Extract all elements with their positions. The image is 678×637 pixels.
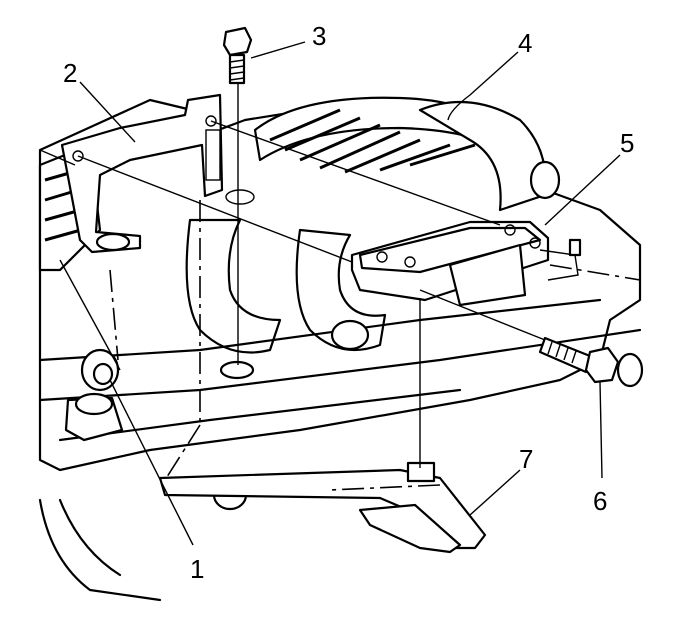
callout-6: 6 — [593, 486, 607, 516]
control-module — [350, 220, 582, 307]
bolt-6 — [538, 336, 620, 384]
callout-1: 1 — [190, 554, 204, 584]
callout-7: 7 — [519, 444, 533, 474]
mounting-bracket — [60, 93, 255, 254]
callout-4: 4 — [518, 28, 532, 58]
bolt-3 — [222, 26, 253, 85]
connector-1 — [64, 348, 124, 442]
leader-lines — [79, 41, 621, 546]
leader-5 — [544, 154, 621, 226]
wiring-bracket — [158, 461, 487, 554]
callout-3: 3 — [312, 21, 326, 51]
leader-6 — [599, 381, 603, 479]
callout-5: 5 — [620, 128, 634, 158]
leader-3 — [250, 41, 306, 59]
leader-2 — [79, 81, 136, 143]
callout-labels: 1 2 3 4 5 6 7 — [63, 21, 634, 584]
alignment-lines — [39, 83, 641, 491]
leader-4 — [447, 51, 519, 121]
callout-2: 2 — [63, 58, 77, 88]
leader-1 — [109, 379, 194, 546]
leader-7 — [469, 469, 521, 516]
